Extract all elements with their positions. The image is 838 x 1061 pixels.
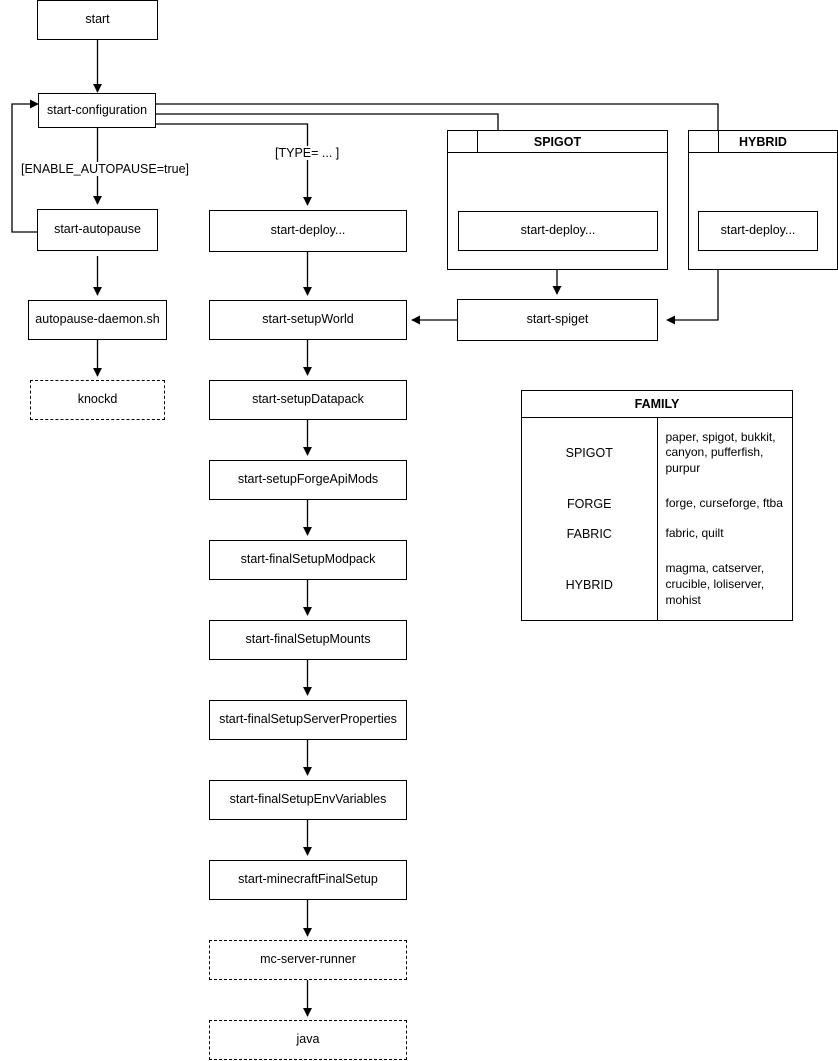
node-start-deploy-main-label: start-deploy... xyxy=(270,223,346,238)
node-start-finalsetupmodpack[interactable]: start-finalSetupModpack xyxy=(209,540,407,580)
group-hybrid-title: HYBRID xyxy=(689,131,837,153)
node-start-finalsetupenvvariables-label: start-finalSetupEnvVariables xyxy=(229,792,387,807)
edge-label-type: [TYPE= ... ] xyxy=(274,146,341,160)
node-start-finalsetupserverproperties-label: start-finalSetupServerProperties xyxy=(219,712,397,727)
node-start-setupdatapack-label: start-setupDatapack xyxy=(252,392,364,407)
table-row: FORGE forge, curseforge, ftba xyxy=(522,488,792,520)
node-start-label: start xyxy=(85,12,110,27)
family-value-hybrid: magma, catserver, crucible, loliserver, … xyxy=(665,560,765,607)
node-start-finalsetupserverproperties[interactable]: start-finalSetupServerProperties xyxy=(209,700,407,740)
node-start-minecraftfinalsetup[interactable]: start-minecraftFinalSetup xyxy=(209,860,407,900)
node-start-setupforgeapimods[interactable]: start-setupForgeApiMods xyxy=(209,460,407,500)
table-row: FABRIC fabric, quilt xyxy=(522,519,792,550)
node-start-minecraftfinalsetup-label: start-minecraftFinalSetup xyxy=(238,872,378,887)
node-java[interactable]: java xyxy=(209,1020,407,1060)
node-start-finalsetupmounts[interactable]: start-finalSetupMounts xyxy=(209,620,407,660)
family-legend: FAMILY SPIGOT paper, spigot, bukkit, can… xyxy=(521,390,793,621)
node-knockd-label: knockd xyxy=(77,392,118,407)
node-knockd[interactable]: knockd xyxy=(30,380,165,420)
node-start-finalsetupenvvariables[interactable]: start-finalSetupEnvVariables xyxy=(209,780,407,820)
node-start[interactable]: start xyxy=(37,0,158,40)
node-start-finalsetupmodpack-label: start-finalSetupModpack xyxy=(240,552,376,567)
family-legend-title: FAMILY xyxy=(522,391,792,418)
node-start-deploy-hybrid[interactable]: start-deploy... xyxy=(698,211,818,251)
family-key-fabric: FABRIC xyxy=(522,519,658,550)
table-row: HYBRID magma, catserver, crucible, lolis… xyxy=(522,549,792,620)
node-start-setupworld[interactable]: start-setupWorld xyxy=(209,300,407,340)
node-java-label: java xyxy=(296,1032,320,1047)
node-autopause-daemon[interactable]: autopause-daemon.sh xyxy=(28,300,167,340)
node-start-deploy-spigot[interactable]: start-deploy... xyxy=(458,211,658,251)
table-row: SPIGOT paper, spigot, bukkit, canyon, pu… xyxy=(522,417,792,489)
node-start-setupforgeapimods-label: start-setupForgeApiMods xyxy=(237,472,379,487)
node-start-deploy-spigot-label: start-deploy... xyxy=(520,223,596,238)
family-value-fabric: fabric, quilt xyxy=(665,526,724,541)
edge-label-enable-autopause: [ENABLE_AUTOPAUSE=true] xyxy=(20,162,191,176)
family-value-forge: forge, curseforge, ftba xyxy=(665,495,783,510)
node-start-finalsetupmounts-label: start-finalSetupMounts xyxy=(245,632,371,647)
node-start-setupworld-label: start-setupWorld xyxy=(262,312,354,327)
node-autopause-daemon-label: autopause-daemon.sh xyxy=(35,312,160,327)
node-start-configuration-label: start-configuration xyxy=(46,102,148,117)
node-start-spiget[interactable]: start-spiget xyxy=(457,299,658,341)
node-start-setupdatapack[interactable]: start-setupDatapack xyxy=(209,380,407,420)
node-start-configuration[interactable]: start-configuration xyxy=(38,93,156,128)
node-start-deploy-hybrid-label: start-deploy... xyxy=(720,223,796,238)
group-spigot-title: SPIGOT xyxy=(448,131,667,153)
family-legend-body: SPIGOT paper, spigot, bukkit, canyon, pu… xyxy=(522,417,792,620)
family-key-spigot: SPIGOT xyxy=(522,417,658,489)
family-key-hybrid: HYBRID xyxy=(522,549,658,620)
node-start-deploy-main[interactable]: start-deploy... xyxy=(209,210,407,252)
node-start-autopause-label: start-autopause xyxy=(54,222,141,237)
family-value-spigot: paper, spigot, bukkit, canyon, pufferfis… xyxy=(665,429,776,476)
node-mc-server-runner[interactable]: mc-server-runner xyxy=(209,940,407,980)
family-key-forge: FORGE xyxy=(522,488,658,520)
node-mc-server-runner-label: mc-server-runner xyxy=(260,952,356,967)
node-start-autopause[interactable]: start-autopause xyxy=(37,209,158,251)
node-start-spiget-label: start-spiget xyxy=(526,312,589,327)
